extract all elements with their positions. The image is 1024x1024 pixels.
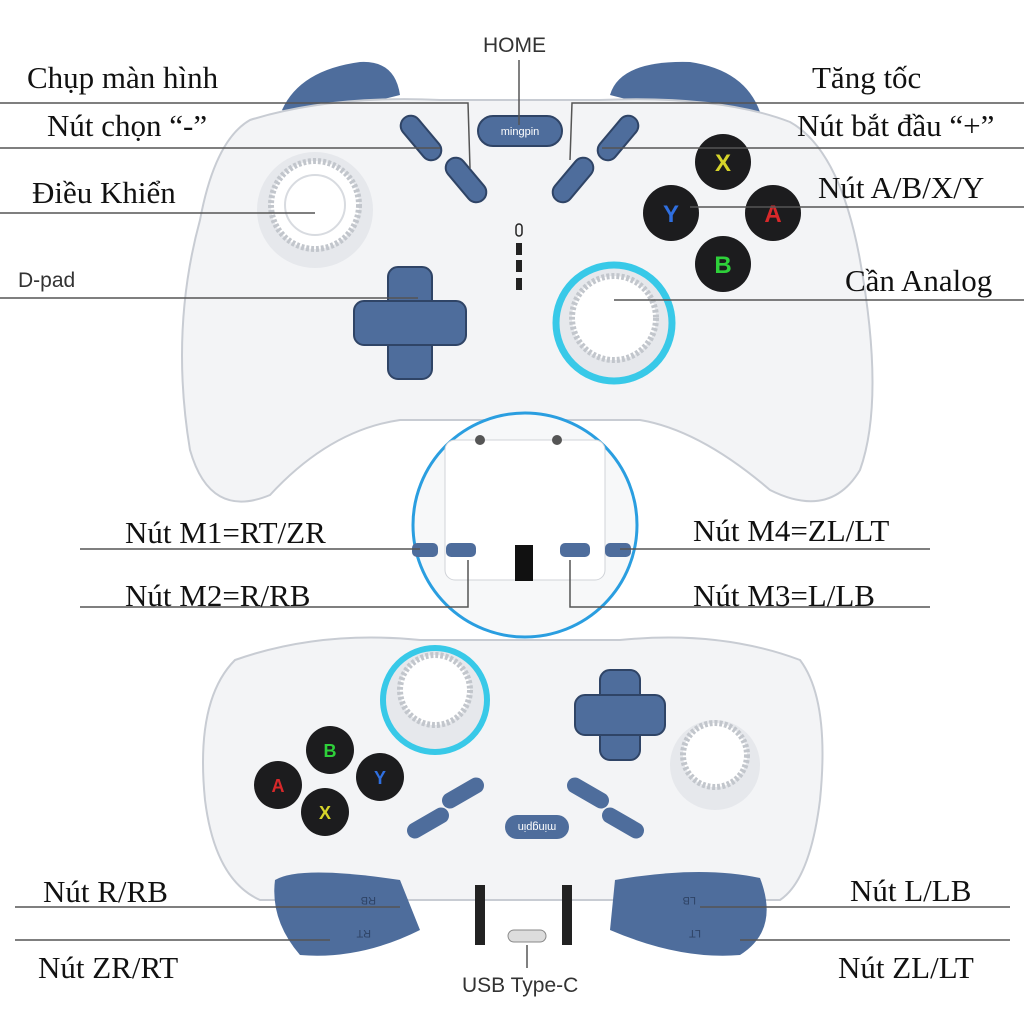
label-dpad: D-pad — [18, 269, 76, 292]
svg-text:B: B — [324, 741, 337, 761]
svg-text:LT: LT — [689, 927, 701, 939]
controller-rear-view: mingpin B A Y X RB RT LB LT — [202, 636, 824, 956]
svg-text:Y: Y — [663, 201, 679, 228]
label-m1: Nút M1=RT/ZR — [125, 515, 326, 550]
label-control-stick: Điều Khiển — [32, 175, 176, 210]
svg-text:RT: RT — [356, 927, 371, 939]
label-abxy: Nút A/B/X/Y — [818, 170, 985, 205]
rear-inset — [411, 411, 639, 639]
label-home: HOME — [483, 34, 546, 57]
label-zr-rt: Nút ZR/RT — [38, 950, 179, 985]
usb-port — [507, 929, 547, 943]
svg-text:Y: Y — [374, 768, 386, 788]
svg-text:A: A — [272, 776, 285, 796]
label-m2: Nút M2=R/RB — [125, 578, 311, 613]
label-screenshot: Chụp màn hình — [27, 60, 219, 95]
svg-text:A: A — [764, 201, 781, 228]
leader-lines — [0, 60, 1024, 968]
home-button — [477, 115, 563, 147]
svg-text:mingpin: mingpin — [518, 821, 557, 833]
svg-text:X: X — [715, 150, 731, 177]
label-l-lb: Nút L/LB — [850, 873, 972, 908]
right-trigger — [274, 872, 420, 956]
led-indicators — [515, 223, 523, 290]
brand-logo: mingpin — [501, 126, 540, 138]
label-r-rb: Nút R/RB — [43, 874, 168, 909]
svg-text:LB: LB — [683, 894, 696, 906]
left-trigger — [610, 871, 767, 956]
controller-front-view: mingpin X Y A B — [181, 61, 874, 503]
label-usb: USB Type-C — [462, 974, 579, 997]
label-m3: Nút M3=L/LB — [693, 578, 875, 613]
label-select: Nút chọn “-” — [47, 108, 208, 143]
select-buttons — [399, 114, 640, 204]
controller-body-rear — [202, 636, 824, 901]
left-stick — [268, 158, 362, 252]
svg-text:B: B — [714, 252, 731, 279]
label-m4: Nút M4=ZL/LT — [693, 513, 890, 548]
label-turbo: Tăng tốc — [812, 60, 922, 95]
dpad — [353, 266, 467, 380]
right-stick — [569, 273, 659, 363]
svg-text:X: X — [319, 803, 331, 823]
label-start: Nút bắt đầu “+” — [797, 108, 995, 143]
svg-text:RB: RB — [361, 894, 376, 906]
label-zl-lt: Nút ZL/LT — [838, 950, 974, 985]
label-analog: Cần Analog — [845, 263, 993, 298]
